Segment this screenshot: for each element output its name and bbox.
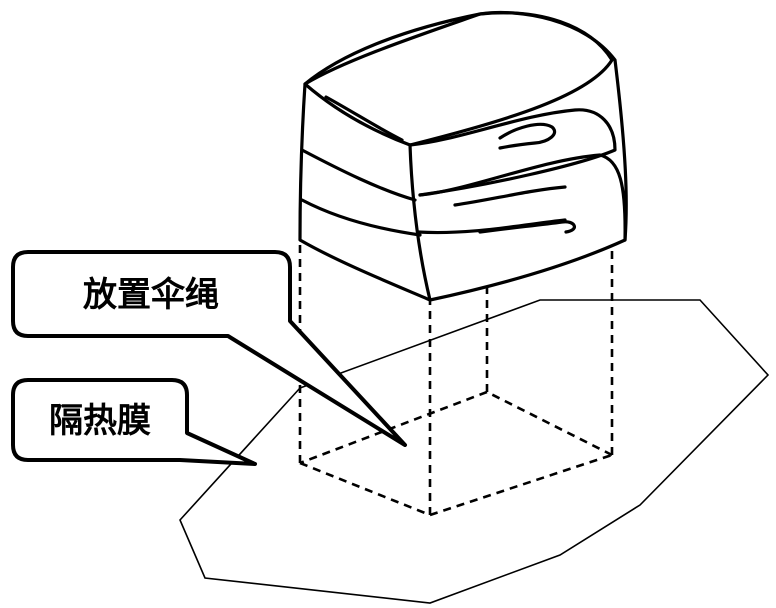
folded-rope-stack	[298, 10, 628, 302]
insulation-film-label: 隔热膜	[49, 401, 151, 441]
placement-box-outline	[298, 240, 614, 517]
callout-parachute-rope-bubble	[11, 250, 407, 447]
parachute-rope-label: 放置伞绳	[83, 275, 219, 315]
callout-insulation-film-bubble	[11, 378, 257, 466]
insulation-film-sheet	[179, 299, 770, 604]
